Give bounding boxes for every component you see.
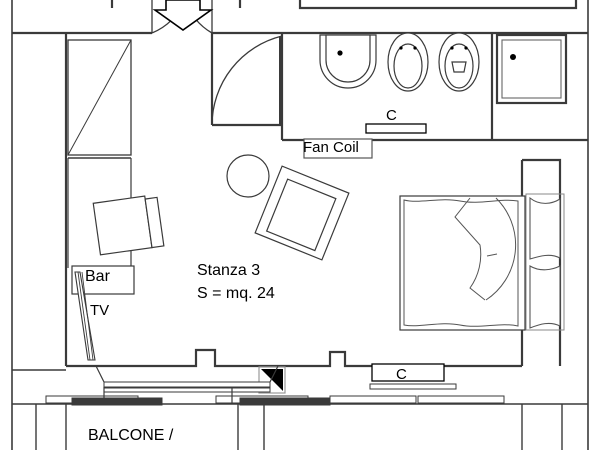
toilet-icon bbox=[438, 32, 480, 92]
bed-fold-2 bbox=[485, 197, 517, 301]
round-table-icon bbox=[226, 154, 270, 198]
shower-tray-inner bbox=[501, 39, 562, 99]
bed-fold-1 bbox=[454, 197, 486, 301]
toilet-seat-detail bbox=[451, 61, 467, 73]
toilet-tap-left bbox=[450, 46, 454, 50]
bar-label: Bar bbox=[85, 268, 110, 285]
window-panel-right-sash bbox=[239, 397, 331, 406]
room-name-label: Stanza 3 bbox=[197, 262, 261, 279]
wall-right-column bbox=[522, 158, 562, 366]
convector-bath-label: C bbox=[386, 107, 397, 124]
wall-layer bbox=[11, 0, 589, 450]
bidet-icon bbox=[387, 32, 429, 92]
window-right-panel bbox=[329, 395, 417, 404]
sliding-window-icon bbox=[45, 365, 331, 406]
window-track-bottom bbox=[103, 387, 271, 393]
window-jamb-left bbox=[95, 365, 105, 383]
fan-coil-label: Fan Coil bbox=[303, 139, 359, 156]
bed-icon bbox=[399, 193, 565, 331]
chair-back bbox=[144, 196, 165, 249]
tv-label: TV bbox=[90, 302, 110, 319]
window-right-track bbox=[369, 383, 457, 390]
bidet-tap-left bbox=[399, 46, 403, 50]
armchair-icon bbox=[254, 165, 350, 261]
sink-inner bbox=[325, 34, 371, 83]
room-area-label: S = mq. 24 bbox=[197, 285, 275, 302]
level-triangle-icon bbox=[258, 366, 286, 394]
wardrobe-icon bbox=[67, 39, 132, 268]
tv-element bbox=[74, 271, 96, 361]
pillow-lower bbox=[529, 265, 561, 329]
wall-room-bottom bbox=[66, 348, 522, 368]
window-right-panel-2 bbox=[417, 395, 505, 404]
window-track-top bbox=[103, 381, 271, 388]
round-table-top bbox=[226, 154, 270, 198]
shower-drain bbox=[510, 54, 516, 60]
convector-bottom-label: C bbox=[396, 366, 407, 383]
shower-icon bbox=[495, 33, 568, 105]
pillow-upper bbox=[529, 196, 561, 260]
wardrobe-diagonal bbox=[67, 39, 132, 156]
bed-duvet bbox=[403, 199, 519, 327]
bathroom-door-swing bbox=[211, 35, 283, 126]
entry-arrow-icon bbox=[152, 0, 214, 31]
fan-coil-box bbox=[303, 138, 373, 159]
chair-seat bbox=[92, 195, 153, 256]
convector-bottom-box bbox=[371, 363, 445, 382]
bed-frame bbox=[399, 195, 526, 331]
bidet-tap-right bbox=[413, 46, 417, 50]
window-panel-left-sash bbox=[71, 397, 163, 406]
corridor-wall-top bbox=[298, 0, 578, 10]
tv-bracket-line-1 bbox=[77, 271, 91, 361]
tv-bracket-line-2 bbox=[81, 271, 94, 361]
convector-bottom bbox=[371, 363, 445, 382]
armchair-cushion bbox=[265, 178, 337, 252]
bed-fold-3 bbox=[486, 253, 498, 257]
chair-icon bbox=[92, 195, 165, 256]
bidet-inner bbox=[393, 43, 423, 89]
sink-drain bbox=[337, 50, 343, 56]
convector-bath-body bbox=[365, 123, 427, 134]
bathroom-door bbox=[211, 35, 283, 126]
fan-coil-unit bbox=[303, 138, 373, 159]
convector-bath bbox=[365, 123, 427, 134]
sink-icon bbox=[319, 34, 377, 89]
toilet-tap-right bbox=[464, 46, 468, 50]
balcony-label: BALCONE / bbox=[88, 427, 174, 444]
bed-headboard bbox=[525, 193, 565, 331]
balcony-window-right bbox=[329, 383, 505, 404]
window-jamb-right bbox=[269, 365, 279, 383]
level-marker-fill bbox=[261, 369, 283, 391]
